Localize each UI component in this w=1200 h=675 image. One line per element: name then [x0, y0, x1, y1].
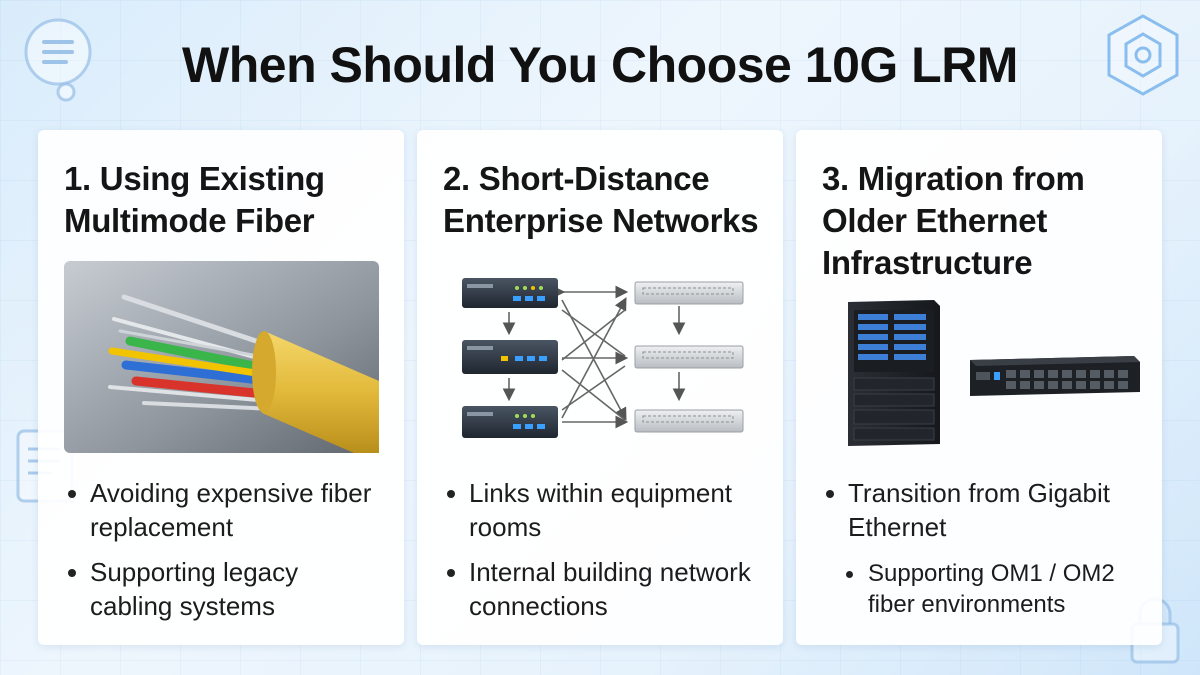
sub-list-item: Supporting OM1 / OM2 fiber environments [822, 558, 1142, 620]
network-switch-image [970, 356, 1140, 396]
server-rack-image [848, 300, 940, 446]
switch-icon [634, 409, 744, 433]
page-title: When Should You Choose 10G LRM [182, 37, 1018, 93]
card-existing-multimode-fiber: 1. Using Existing Multimode Fiber [38, 130, 404, 645]
card-title: 2. Short-Distance Enterprise Networks [443, 160, 759, 239]
bullet-list: Links within equipment rooms Internal bu… [443, 476, 763, 634]
router-icon [462, 406, 558, 438]
card-migration-older-ethernet: 3. Migration from Older Ethernet Infrast… [796, 130, 1162, 645]
list-item: Supporting legacy cabling systems [64, 555, 384, 623]
network-topology-diagram [462, 278, 744, 438]
card-short-distance-enterprise: 2. Short-Distance Enterprise Networks [417, 130, 783, 645]
router-icon [462, 278, 558, 308]
fiber-optic-cable-image [64, 261, 379, 453]
bullet-list: Avoiding expensive fiber replacement Sup… [64, 476, 384, 634]
list-item: Transition from Gigabit Ethernet [822, 476, 1142, 544]
card-title: 1. Using Existing Multimode Fiber [64, 160, 325, 239]
card-title: 3. Migration from Older Ethernet Infrast… [822, 160, 1085, 281]
switch-icon [634, 281, 744, 305]
list-item: Links within equipment rooms [443, 476, 763, 544]
bullet-list: Transition from Gigabit Ethernet Support… [822, 476, 1142, 631]
list-item: Avoiding expensive fiber replacement [64, 476, 384, 544]
switch-icon [634, 345, 744, 369]
router-icon [462, 340, 558, 374]
list-item: Internal building network connections [443, 555, 763, 623]
